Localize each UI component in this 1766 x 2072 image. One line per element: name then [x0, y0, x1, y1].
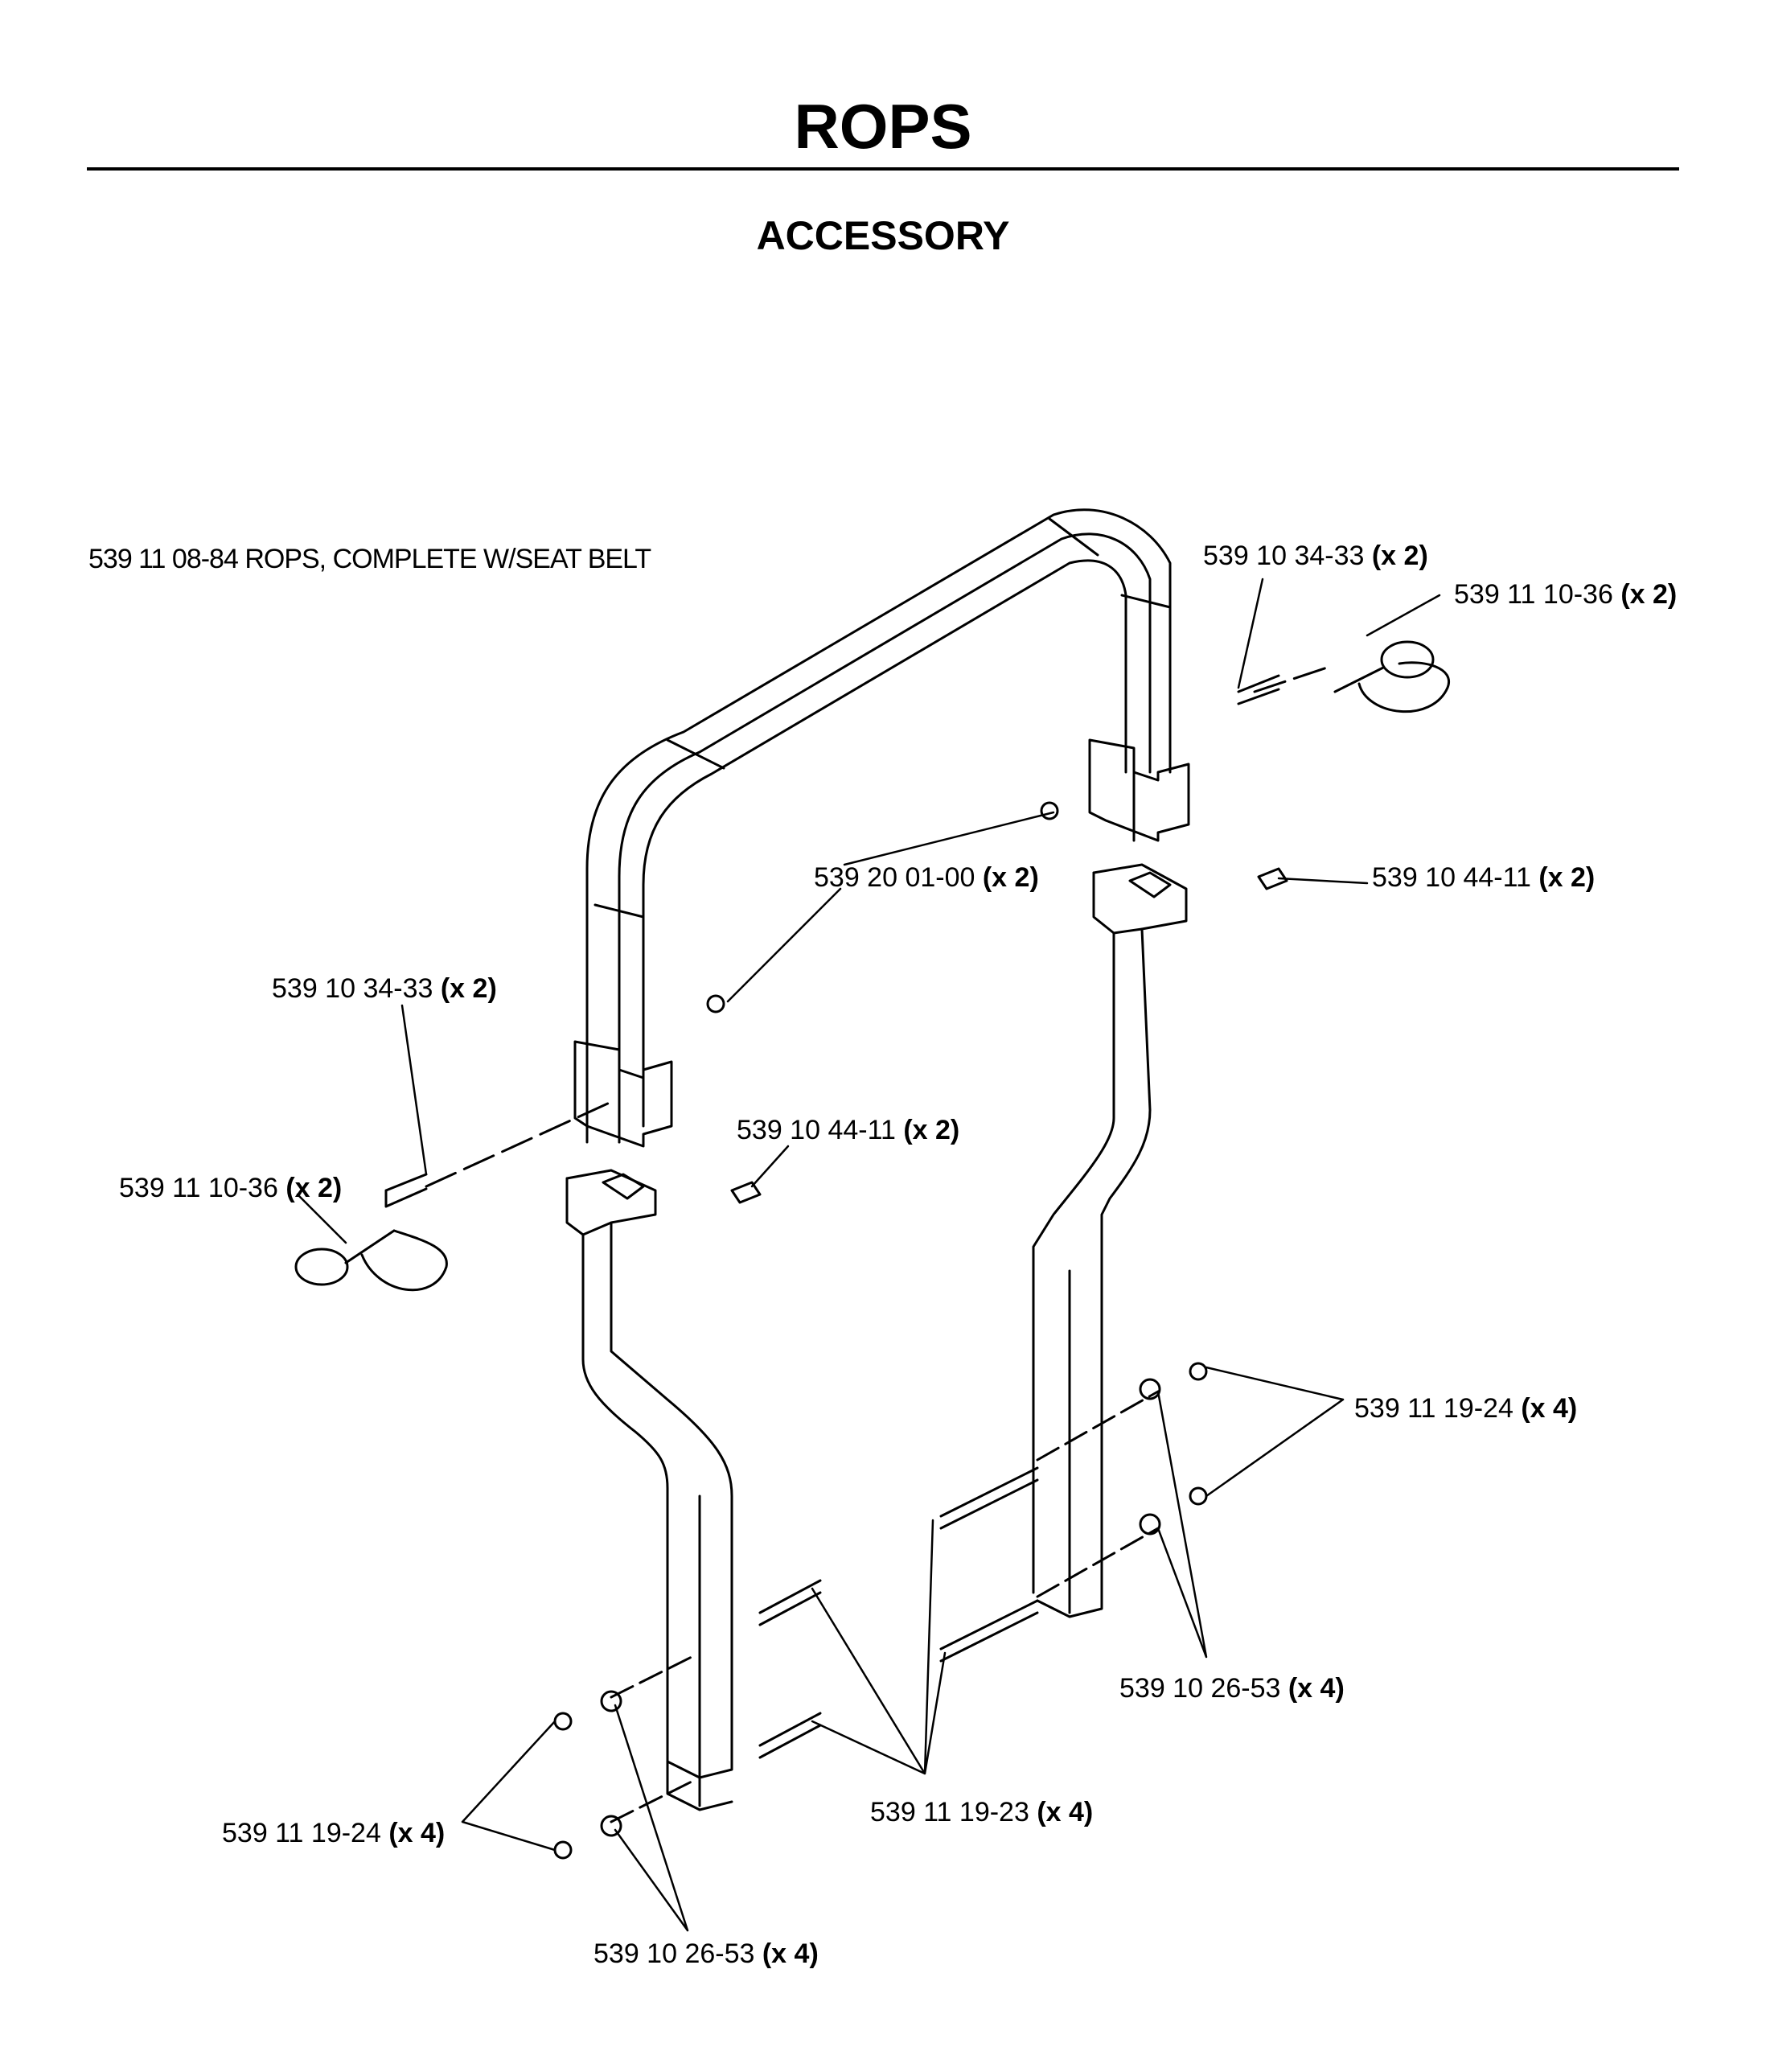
- part-quantity: (x 4): [1037, 1797, 1094, 1827]
- part-quantity: (x 2): [1538, 862, 1596, 893]
- nuts-and-washers: [553, 801, 1288, 1860]
- assembly-part-label: 539 11 08-84 ROPS, COMPLETE W/SEAT BELT: [88, 544, 651, 574]
- hitch-pin-right: [1333, 640, 1451, 713]
- part-number: 539 20 01-00: [814, 862, 975, 893]
- callout-locknut-right: 539 11 19-24 (x 4): [1354, 1393, 1577, 1424]
- part-quantity: (x 4): [388, 1818, 446, 1848]
- part-quantity: (x 2): [982, 862, 1039, 893]
- hitch-pin-left: [294, 1229, 448, 1292]
- callout-bolt-left: 539 10 34-33 (x 2): [272, 973, 497, 1005]
- part-quantity: (x 2): [285, 1173, 343, 1203]
- part-number: 539 11 10-36: [1454, 579, 1613, 610]
- part-number: 539 11 19-23: [870, 1797, 1029, 1827]
- part-quantity: (x 2): [1371, 541, 1428, 571]
- part-number: 539 10 26-53: [593, 1938, 755, 1969]
- part-quantity: (x 2): [1620, 579, 1678, 610]
- callout-locknut-left: 539 11 19-24 (x 4): [222, 1818, 445, 1849]
- callout-washer-right: 539 10 26-53 (x 4): [1119, 1673, 1345, 1704]
- part-quantity: (x 2): [440, 973, 497, 1004]
- page-title: ROPS: [794, 91, 972, 162]
- section-title: ACCESSORY: [756, 213, 1010, 258]
- callout-leaders: [296, 578, 1441, 1932]
- callout-bolt-right: 539 10 34-33 (x 2): [1203, 541, 1428, 572]
- part-number: 539 11 10-36: [119, 1173, 278, 1203]
- callout-hitch-pin-right: 539 11 10-36 (x 2): [1454, 579, 1677, 610]
- callout-knob-left: 539 10 44-11 (x 2): [737, 1115, 959, 1146]
- callout-nut: 539 20 01-00 (x 2): [814, 862, 1039, 894]
- callout-washer-left: 539 10 26-53 (x 4): [593, 1938, 819, 1970]
- callout-hitch-pin-left: 539 11 10-36 (x 2): [119, 1173, 342, 1204]
- mounting-pin-bolts: [384, 666, 1329, 1208]
- part-number: 539 10 44-11: [737, 1115, 896, 1145]
- part-number: 539 11 19-24: [222, 1818, 381, 1848]
- part-quantity: (x 2): [903, 1115, 960, 1145]
- part-number: 539 10 34-33: [272, 973, 433, 1004]
- part-number: 539 10 44-11: [1372, 862, 1531, 893]
- part-number: 539 10 26-53: [1119, 1673, 1281, 1704]
- part-quantity: (x 4): [762, 1938, 819, 1969]
- callout-knob-right: 539 10 44-11 (x 2): [1372, 862, 1595, 894]
- part-quantity: (x 4): [1521, 1393, 1578, 1424]
- rollbar-upper-hoop: [573, 508, 1190, 1148]
- rollbar-right-lower-post: [1032, 863, 1188, 1618]
- part-number: 539 10 34-33: [1203, 541, 1365, 571]
- part-quantity: (x 4): [1288, 1673, 1345, 1704]
- part-number: 539 11 19-24: [1354, 1393, 1513, 1424]
- callout-mount-bolt: 539 11 19-23 (x 4): [870, 1797, 1093, 1828]
- title-divider: [87, 167, 1679, 171]
- rollbar-left-lower-post: [565, 1169, 733, 1811]
